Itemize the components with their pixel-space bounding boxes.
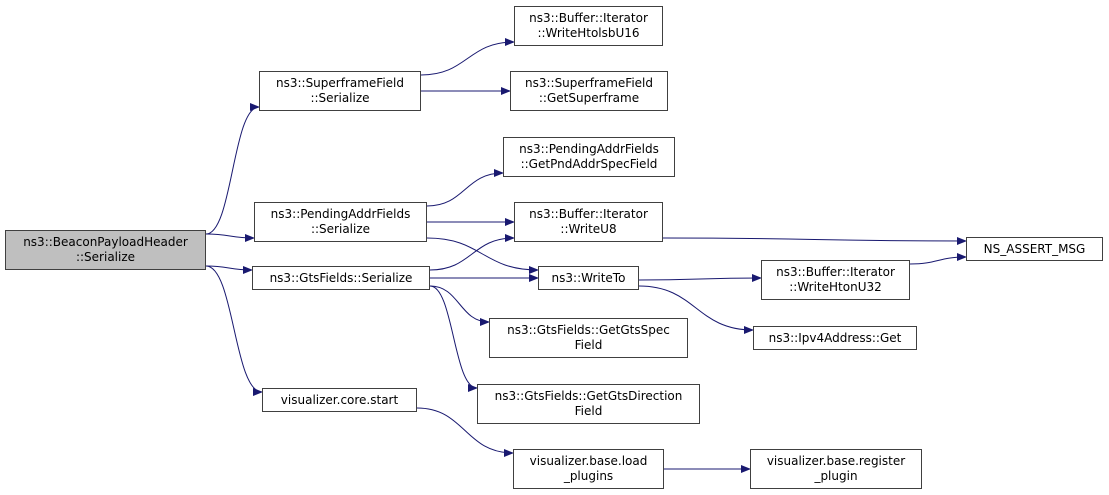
edge-root-to-sf_ser xyxy=(205,103,260,235)
edge-write_to-to-ipv4_get xyxy=(638,285,754,334)
node-visualizer-base-register-plugin[interactable]: visualizer.base.register _plugin xyxy=(750,449,922,489)
edge-gts_ser-to-gts_dir xyxy=(429,285,478,392)
node-label-line-2: Field xyxy=(574,338,603,352)
edge-write_to-to-w_hton xyxy=(638,274,762,283)
node-superframe-field-serialize[interactable]: ns3::SuperframeField ::Serialize xyxy=(259,71,421,111)
edge-w_hton-to-assert xyxy=(909,253,967,265)
node-label-line-2: _plugins xyxy=(563,469,614,483)
node-label-line-2: ::WriteU8 xyxy=(560,222,617,236)
node-buffer-iterator-write-u8[interactable]: ns3::Buffer::Iterator ::WriteU8 xyxy=(514,202,663,242)
node-label-line-2: Field xyxy=(574,404,603,418)
node-label-line-1: ns3::PendingAddrFields xyxy=(519,142,659,156)
node-label-line-1: ns3::GtsFields::Serialize xyxy=(269,270,413,285)
edge-root-to-vis_start xyxy=(205,265,263,396)
node-superframe-field-get-superframe[interactable]: ns3::SuperframeField ::GetSuperframe xyxy=(510,71,668,111)
node-label-line-2: ::WriteHtolsbU16 xyxy=(537,26,640,40)
node-label-line-2: _plugin xyxy=(814,469,858,483)
edge-gts_ser-to-w_u8 xyxy=(429,234,515,271)
node-gts-fields-get-gts-direction-field[interactable]: ns3::GtsFields::GetGtsDirection Field xyxy=(477,384,700,424)
node-label-line-2: ::GetPndAddrSpecField xyxy=(520,157,658,171)
node-ns-assert-msg[interactable]: NS_ASSERT_MSG xyxy=(966,237,1103,261)
node-label-line-1: ns3::GtsFields::GetGtsSpec xyxy=(507,323,670,337)
edge-w_u8-to-assert xyxy=(662,236,967,245)
node-label-line-1: visualizer.core.start xyxy=(280,392,399,407)
edge-sf_ser-to-w_lsb xyxy=(420,38,515,76)
node-label-line-1: NS_ASSERT_MSG xyxy=(983,241,1086,256)
edge-pa_ser-to-pa_get xyxy=(426,169,504,207)
node-gts-fields-get-gts-spec-field[interactable]: ns3::GtsFields::GetGtsSpec Field xyxy=(489,318,688,358)
node-pending-addr-fields-serialize[interactable]: ns3::PendingAddrFields ::Serialize xyxy=(254,202,427,242)
node-label-line-1: ns3::WriteTo xyxy=(551,270,626,285)
node-label-line-2: ::Serialize xyxy=(75,250,136,264)
edge-root-to-pa_ser xyxy=(205,233,255,242)
node-label-line-1: ns3::Ipv4Address::Get xyxy=(768,330,902,345)
node-label-line-1: visualizer.base.load xyxy=(529,454,648,468)
node-write-to[interactable]: ns3::WriteTo xyxy=(538,266,639,290)
node-label-line-1: ns3::GtsFields::GetGtsDirection xyxy=(494,389,683,403)
node-visualizer-core-start[interactable]: visualizer.core.start xyxy=(262,388,417,412)
node-label-line-1: ns3::Buffer::Iterator xyxy=(529,207,648,221)
node-label-line-1: ns3::Buffer::Iterator xyxy=(776,265,895,279)
node-label-line-1: ns3::PendingAddrFields xyxy=(270,207,411,221)
node-label-line-1: visualizer.base.register xyxy=(766,454,906,468)
node-beacon-payload-header-serialize[interactable]: ns3::BeaconPayloadHeader ::Serialize xyxy=(5,230,206,270)
node-label-line-2: ::Serialize xyxy=(310,222,371,236)
node-label-line-2: ::Serialize xyxy=(310,91,370,105)
node-label-line-1: ns3::BeaconPayloadHeader xyxy=(23,235,188,249)
edge-pa_ser-to-write_to xyxy=(426,237,539,274)
node-label-line-2: ::WriteHtonU32 xyxy=(789,280,882,294)
node-pending-addr-fields-get-pnd-addr-spec-field[interactable]: ns3::PendingAddrFields ::GetPndAddrSpecF… xyxy=(503,137,675,177)
node-buffer-iterator-write-hton-u32[interactable]: ns3::Buffer::Iterator ::WriteHtonU32 xyxy=(761,260,910,300)
edge-gts_ser-to-gts_spec xyxy=(429,285,490,326)
node-buffer-iterator-write-htolsb-u16[interactable]: ns3::Buffer::Iterator ::WriteHtolsbU16 xyxy=(514,6,663,46)
node-label-line-2: ::GetSuperframe xyxy=(538,91,640,105)
edge-root-to-gts_ser xyxy=(205,265,253,274)
node-label-line-1: ns3::SuperframeField xyxy=(524,76,653,90)
node-label-line-1: ns3::SuperframeField xyxy=(275,76,404,90)
node-visualizer-base-load-plugins[interactable]: visualizer.base.load _plugins xyxy=(513,449,664,489)
node-label-line-1: ns3::Buffer::Iterator xyxy=(529,11,648,25)
edge-vis_start-to-vis_load xyxy=(416,407,514,457)
node-ipv4-address-get[interactable]: ns3::Ipv4Address::Get xyxy=(753,326,917,350)
node-gts-fields-serialize[interactable]: ns3::GtsFields::Serialize xyxy=(252,266,430,290)
